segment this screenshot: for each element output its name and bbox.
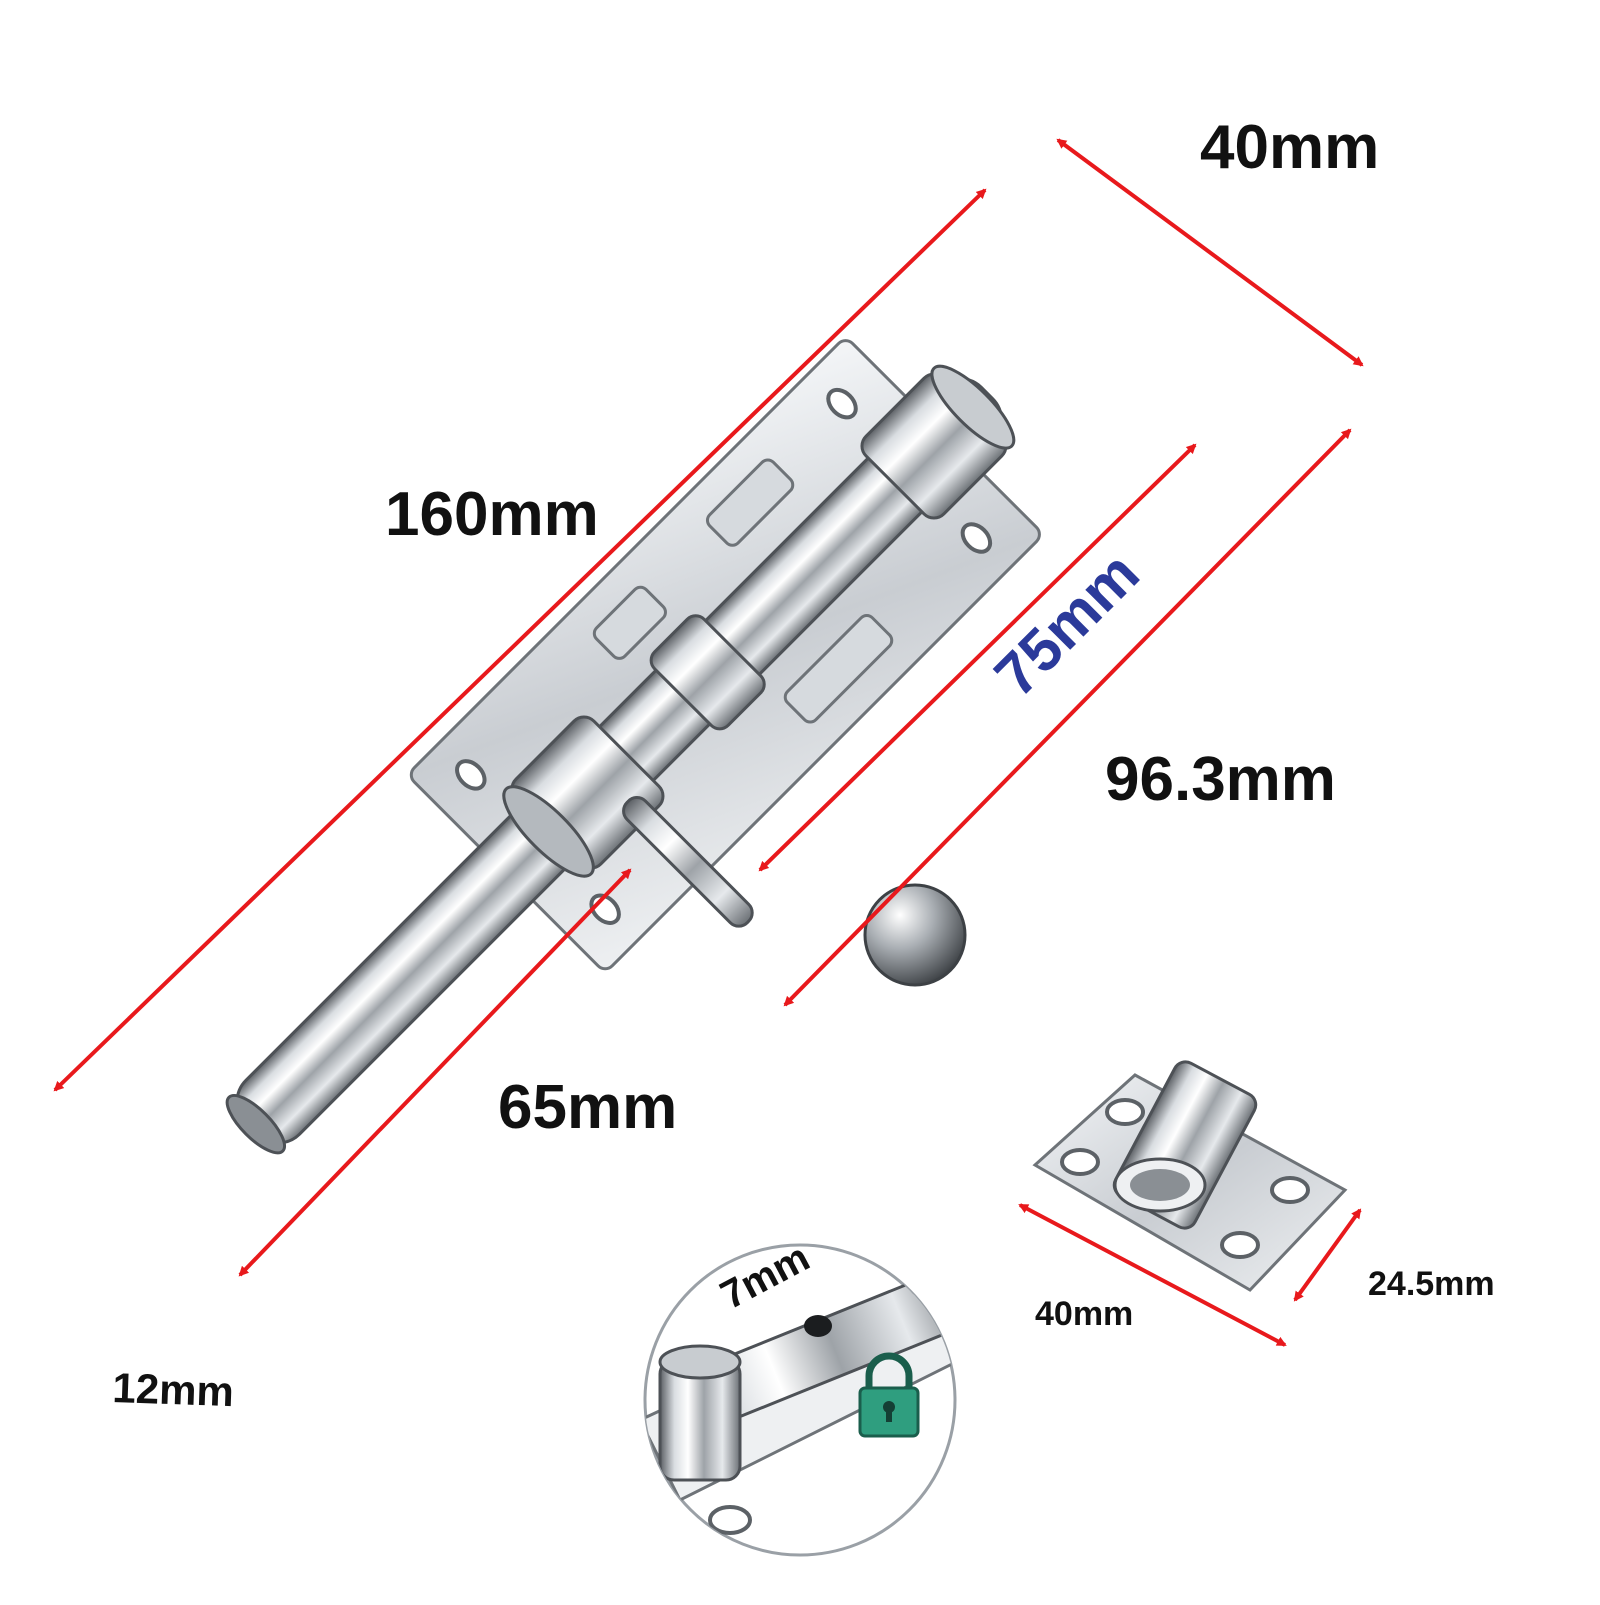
dimension-arrows xyxy=(53,138,1364,1347)
label-keeper-length: 40mm xyxy=(1035,1295,1133,1333)
padlock-icon xyxy=(858,1352,920,1438)
label-rod-diameter: 12mm xyxy=(112,1364,235,1415)
handle-knob xyxy=(863,883,967,987)
label-keeper-width: 24.5mm xyxy=(1368,1265,1495,1303)
arrow-hole-spacing xyxy=(758,443,1197,872)
keeper xyxy=(1032,1060,1348,1292)
arrow-keeper-length xyxy=(1018,1203,1287,1347)
arrow-bolt-extension xyxy=(238,868,632,1277)
lock-hole-inset xyxy=(643,1243,957,1557)
arrow-bolt-width xyxy=(1056,138,1364,367)
label-bolt-extension: 65mm xyxy=(498,1073,677,1142)
arrow-total-length xyxy=(53,188,987,1092)
label-plate-length: 96.3mm xyxy=(1105,745,1336,814)
arrow-keeper-width xyxy=(1293,1208,1362,1302)
label-total-length: 160mm xyxy=(385,480,599,549)
label-bolt-width: 40mm xyxy=(1200,113,1379,182)
